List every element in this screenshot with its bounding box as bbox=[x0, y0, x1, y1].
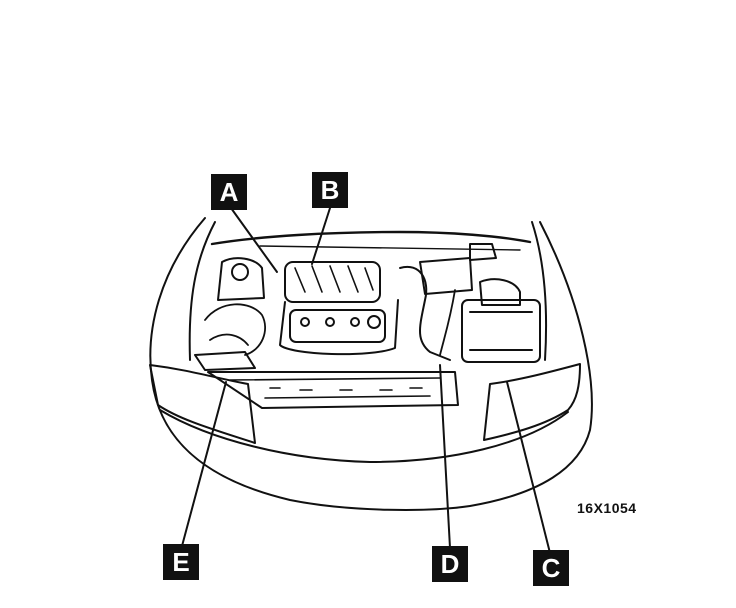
spark-plug-2 bbox=[325, 317, 335, 327]
bumper-right bbox=[483, 363, 581, 441]
radiator-support bbox=[207, 371, 459, 409]
washer-reservoir bbox=[479, 278, 521, 306]
callout-a: A bbox=[211, 174, 247, 210]
air-cleaner-detail bbox=[469, 311, 533, 351]
bumper-lower bbox=[159, 409, 569, 463]
intake-runners bbox=[294, 265, 374, 293]
leader-d bbox=[439, 364, 451, 549]
bumper-left bbox=[149, 364, 256, 444]
battery-area bbox=[217, 257, 265, 301]
hose-right bbox=[439, 289, 456, 356]
leader-a bbox=[230, 207, 278, 273]
air-cleaner-box bbox=[461, 299, 541, 363]
fuse-box bbox=[419, 257, 473, 295]
inner-fender-right bbox=[531, 221, 548, 361]
hoses-left bbox=[204, 303, 267, 356]
leader-e bbox=[181, 381, 227, 547]
air-duct bbox=[399, 265, 451, 361]
callout-b: B bbox=[312, 172, 348, 208]
cowl-detail bbox=[259, 245, 521, 251]
fender-bracket-left bbox=[194, 351, 256, 371]
callout-d: D bbox=[432, 546, 468, 582]
strut-tower-right bbox=[469, 243, 497, 261]
valve-cover bbox=[289, 309, 386, 343]
body-outline bbox=[149, 217, 593, 511]
spark-plug-3 bbox=[350, 317, 360, 327]
spark-plug-1 bbox=[300, 317, 310, 327]
leader-b bbox=[311, 207, 331, 265]
inner-fender-left bbox=[188, 221, 216, 361]
radiator-detail bbox=[229, 377, 441, 399]
reservoir-left bbox=[231, 263, 249, 281]
intake-plenum bbox=[284, 261, 381, 303]
figure-code: 16X1054 bbox=[577, 500, 637, 516]
callout-c: C bbox=[533, 550, 569, 586]
leader-c bbox=[506, 381, 551, 554]
engine-block bbox=[279, 299, 399, 356]
cowl bbox=[210, 230, 532, 246]
oil-cap bbox=[367, 315, 381, 329]
callout-e: E bbox=[163, 544, 199, 580]
